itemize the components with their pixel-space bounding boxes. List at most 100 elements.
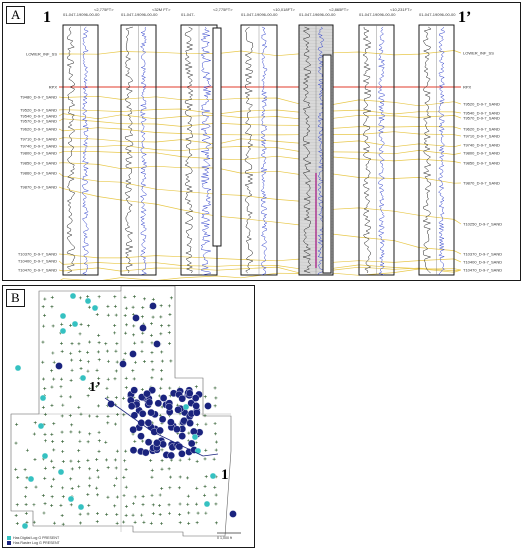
well-cross — [195, 521, 199, 525]
well-cross — [50, 385, 54, 389]
well-cross — [104, 342, 108, 346]
well-cross — [59, 385, 63, 389]
well-cross — [113, 377, 117, 381]
digital-log-well — [203, 500, 211, 508]
right-top-label: T9850_D-9-7_SAND — [463, 161, 500, 166]
well-cross — [160, 467, 164, 471]
raster-log-well — [130, 411, 139, 420]
well-cross — [43, 432, 47, 436]
raster-log-well — [174, 406, 182, 414]
well-cross — [88, 414, 92, 418]
well-cross — [50, 459, 54, 463]
well-cross — [160, 459, 164, 463]
well-cross — [69, 430, 73, 434]
well-cross — [86, 360, 90, 364]
well-cross — [78, 521, 82, 525]
well-cross — [195, 502, 199, 506]
right-top-label: T9620_D-9-7_SAND — [463, 127, 500, 132]
cross-section-panel: A 1 1’ 01-047-19096-00-00<2,775FT>01-047… — [2, 2, 521, 281]
digital-log-well — [67, 495, 75, 503]
well-cross — [61, 522, 65, 526]
left-top-label: T9710_D-9-7_SAND — [20, 137, 57, 142]
well-cross — [95, 368, 99, 372]
digital-log-well — [91, 304, 99, 312]
well-cross — [105, 349, 109, 353]
well-cross — [42, 324, 46, 328]
well-cross — [115, 342, 119, 346]
well-api-label: 01-047-19096-00-00 — [419, 12, 456, 17]
well-cross — [24, 503, 28, 507]
well-cross — [150, 475, 154, 479]
correlation-line — [58, 95, 462, 107]
well-cross — [69, 459, 73, 463]
raster-log-well — [178, 394, 186, 403]
well-cross — [88, 467, 92, 471]
well-cross — [88, 432, 92, 436]
right-top-label: T9710_D-9-7_SAND — [463, 134, 500, 139]
well-cross — [160, 486, 164, 490]
legend-item-raster: Has Raster Log G PRESENT — [7, 541, 60, 545]
well-cross — [50, 495, 54, 499]
well-api-label: 01-047- — [181, 12, 195, 17]
well-cross — [51, 324, 55, 328]
well-cross — [140, 387, 144, 391]
well-cross — [106, 495, 110, 499]
well-cross — [70, 467, 74, 471]
well-cross — [78, 430, 82, 434]
well-cross — [59, 503, 63, 507]
left-top-label: T9850_D-9-7_SAND — [20, 161, 57, 166]
well-cross — [43, 387, 47, 391]
raster-log-well — [192, 402, 200, 410]
well-cross — [59, 394, 63, 398]
left-top-label: T10470_D-9-7_SAND — [18, 268, 57, 273]
raster-log-well — [119, 360, 127, 368]
well-distance-label: <2,775FT> — [94, 7, 114, 12]
well-cross — [106, 377, 110, 381]
resistivity-log-curve — [200, 26, 212, 276]
well-track — [120, 24, 157, 276]
well-cross — [70, 486, 74, 490]
well-cross — [43, 476, 47, 480]
correlation-line — [58, 113, 462, 120]
left-top-label: T9740_D-9-7_SAND — [20, 144, 57, 149]
well-cross — [115, 449, 119, 453]
well-cross — [124, 386, 128, 390]
well-cross — [167, 324, 171, 328]
resistivity-log-curve — [81, 26, 90, 276]
well-cross — [95, 486, 99, 490]
digital-log-well — [79, 374, 87, 382]
well-cross — [115, 495, 119, 499]
well-track — [418, 24, 455, 276]
well-cross — [61, 403, 65, 407]
well-cross — [106, 359, 110, 363]
well-distance-label: <32M FT> — [152, 7, 171, 12]
well-cross — [95, 512, 99, 516]
left-top-label: T10370_D-9-7_SAND — [18, 252, 57, 257]
well-cross — [87, 484, 91, 488]
correlation-line — [58, 151, 462, 164]
well-cross — [69, 351, 73, 355]
raster-log-well — [139, 324, 147, 332]
raster-log-well — [130, 386, 138, 394]
well-cross — [106, 414, 110, 418]
well-cross — [186, 502, 190, 506]
right-top-label: T9740_D-9-7_SAND — [463, 143, 500, 148]
well-cross — [169, 296, 173, 300]
gamma-log-curve — [124, 26, 134, 274]
resistivity-log-curve — [377, 26, 386, 276]
well-cross — [43, 297, 47, 301]
raster-log-well — [158, 415, 167, 424]
raster-log-well — [173, 425, 181, 434]
raster-log-well — [137, 432, 145, 440]
left-top-label: T9480_D-9-7_SAND — [20, 95, 57, 100]
well-cross — [133, 520, 137, 524]
well-cross — [41, 377, 45, 381]
well-cross — [203, 493, 207, 497]
gamma-log-curve — [66, 26, 76, 274]
well-cross — [204, 422, 208, 426]
well-cross — [212, 457, 216, 461]
raster-log-well — [191, 394, 200, 402]
well-cross — [213, 422, 217, 425]
well-cross — [186, 476, 190, 480]
well-cross — [123, 295, 127, 299]
